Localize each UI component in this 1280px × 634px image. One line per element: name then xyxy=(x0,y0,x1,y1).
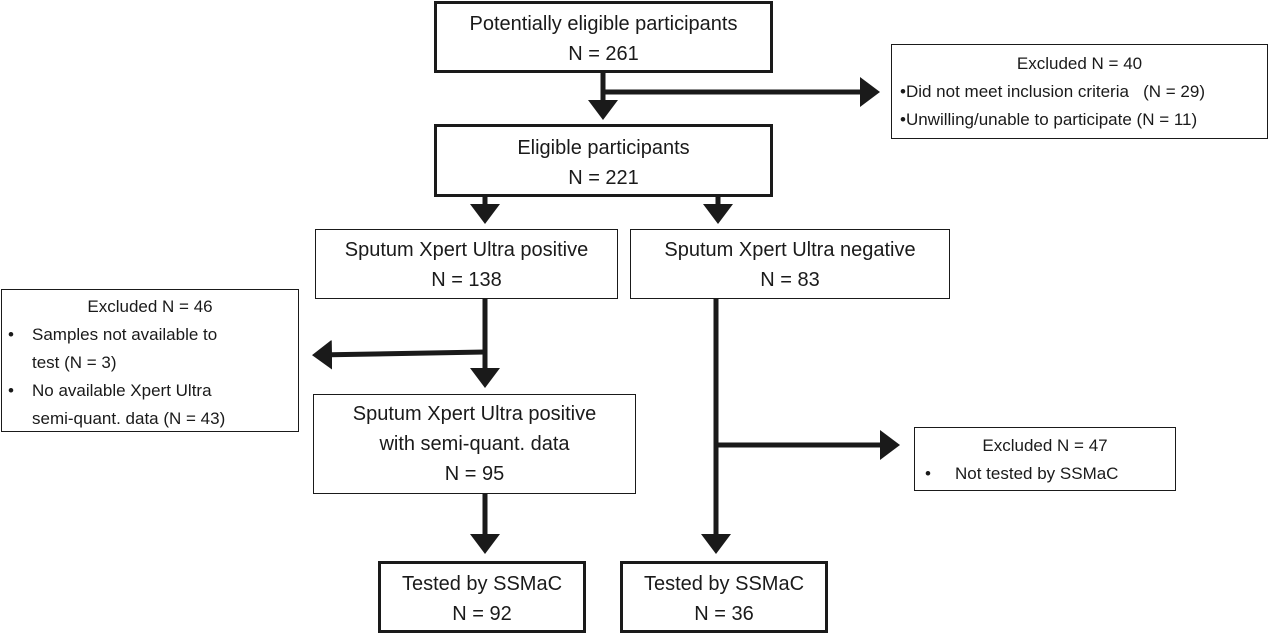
node-ultra-positive: Sputum Xpert Ultra positive N = 138 xyxy=(315,229,618,299)
node-title: Excluded N = 47 xyxy=(982,436,1108,455)
bullet-icon: • xyxy=(8,325,14,344)
node-count: N = 83 xyxy=(760,269,820,291)
node-excluded-40: Excluded N = 40 •Did not meet inclusion … xyxy=(891,44,1268,139)
node-count: N = 221 xyxy=(568,167,639,189)
node-title: Eligible participants xyxy=(517,137,690,159)
node-excluded-46: Excluded N = 46 • Samples not available … xyxy=(1,289,299,432)
node-count: N = 92 xyxy=(452,603,512,625)
arrow-to-excluded-46 xyxy=(312,339,486,370)
excluded-item: • No available Xpert Ultra semi-quant. d… xyxy=(2,377,298,433)
node-tested-right: Tested by SSMaC N = 36 xyxy=(620,561,828,633)
excluded-item-text: test (N = 3) xyxy=(32,353,117,372)
excluded-item-text: semi-quant. data (N = 43) xyxy=(32,409,226,428)
node-title: Potentially eligible participants xyxy=(469,13,738,35)
excluded-item: •Did not meet inclusion criteria (N = 29… xyxy=(900,82,1205,101)
node-tested-left: Tested by SSMaC N = 92 xyxy=(378,561,586,633)
node-title: Excluded N = 46 xyxy=(87,297,213,316)
node-count: N = 138 xyxy=(431,269,502,291)
excluded-item-text: Samples not available to xyxy=(32,325,218,344)
node-potentially-eligible: Potentially eligible participants N = 26… xyxy=(434,1,773,73)
excluded-item: •Unwilling/unable to participate (N = 11… xyxy=(900,110,1198,129)
node-title: Sputum Xpert Ultra negative xyxy=(664,239,916,261)
node-positive-semiquant: Sputum Xpert Ultra positive with semi-qu… xyxy=(313,394,636,494)
excluded-item: • Not tested by SSMaC xyxy=(915,460,1175,488)
node-ultra-negative: Sputum Xpert Ultra negative N = 83 xyxy=(630,229,950,299)
excluded-item: • Samples not available to test (N = 3) xyxy=(2,321,298,377)
node-title-line: Sputum Xpert Ultra positive xyxy=(352,403,597,425)
node-count: N = 36 xyxy=(694,603,754,625)
node-count: N = 261 xyxy=(568,43,639,65)
bullet-icon: • xyxy=(8,381,14,400)
node-title: Tested by SSMaC xyxy=(401,573,563,595)
excluded-item-text: No available Xpert Ultra xyxy=(32,381,212,400)
node-title: Sputum Xpert Ultra positive xyxy=(344,239,589,261)
node-title: Tested by SSMaC xyxy=(643,573,805,595)
node-count: N = 95 xyxy=(444,463,505,485)
node-excluded-47: Excluded N = 47 • Not tested by SSMaC xyxy=(914,427,1176,491)
excluded-item-text: Not tested by SSMaC xyxy=(955,464,1119,483)
node-title-line: with semi-quant. data xyxy=(379,433,570,455)
node-eligible: Eligible participants N = 221 xyxy=(434,124,773,197)
bullet-icon: • xyxy=(925,464,931,483)
node-title: Excluded N = 40 xyxy=(1016,54,1143,73)
